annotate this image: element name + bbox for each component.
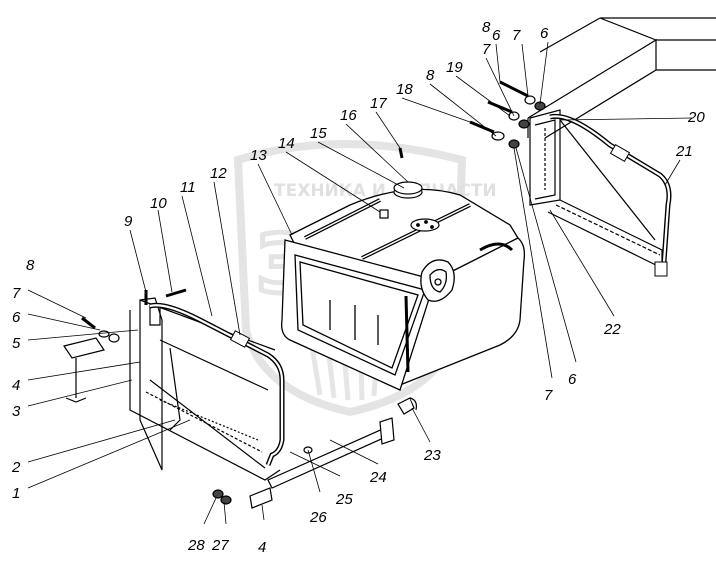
callout-9: 9 [124,213,133,230]
callout-3: 3 [12,403,21,420]
callout-11: 11 [180,179,196,196]
callout-8: 8 [26,257,35,274]
filler-neck [379,181,440,232]
fuel-sender-unit [420,259,455,302]
callout-21: 21 [675,143,693,160]
leader-lines [27,41,693,525]
callout-6-c: 6 [540,25,549,42]
bolts-right [212,80,546,505]
right-strap [549,113,672,277]
callout-19: 19 [446,59,463,76]
callout-6-d: 6 [568,371,577,388]
callout-6: 6 [12,309,21,326]
callout-8-c: 8 [482,19,491,36]
callout-27: 27 [211,537,229,554]
callout-4-b: 4 [258,539,266,556]
callout-2: 2 [11,459,21,476]
callout-10: 10 [150,195,167,212]
fuel-tank [281,188,526,391]
left-clamp-plate [63,316,120,403]
callout-6-b: 6 [492,27,501,44]
callout-22: 22 [603,321,621,338]
callout-26: 26 [309,509,327,526]
callout-28: 28 [187,537,205,554]
bolts-left [144,288,187,305]
callout-13: 13 [250,147,267,164]
callouts: 1 2 3 4 5 6 7 8 9 10 11 12 13 14 15 16 1… [11,19,705,556]
callout-5: 5 [12,335,21,352]
callout-4: 4 [12,377,20,394]
callout-8-b: 8 [426,67,435,84]
callout-18: 18 [396,81,413,98]
callout-24: 24 [369,469,387,486]
callout-7-b: 7 [482,41,491,58]
callout-20: 20 [687,109,705,126]
callout-23: 23 [423,447,441,464]
callout-7-c: 7 [512,27,521,44]
callout-7: 7 [12,285,21,302]
left-strap [149,302,285,466]
callout-17: 17 [370,95,387,112]
callout-25: 25 [335,491,353,508]
callout-16: 16 [340,107,357,124]
frame-rail [527,17,716,139]
callout-7-d: 7 [544,387,553,404]
drain-cock [397,397,417,415]
callout-14: 14 [278,135,295,152]
callout-12: 12 [210,165,227,182]
callout-15: 15 [310,125,327,142]
support-bar [249,417,395,509]
callout-1: 1 [12,485,20,502]
